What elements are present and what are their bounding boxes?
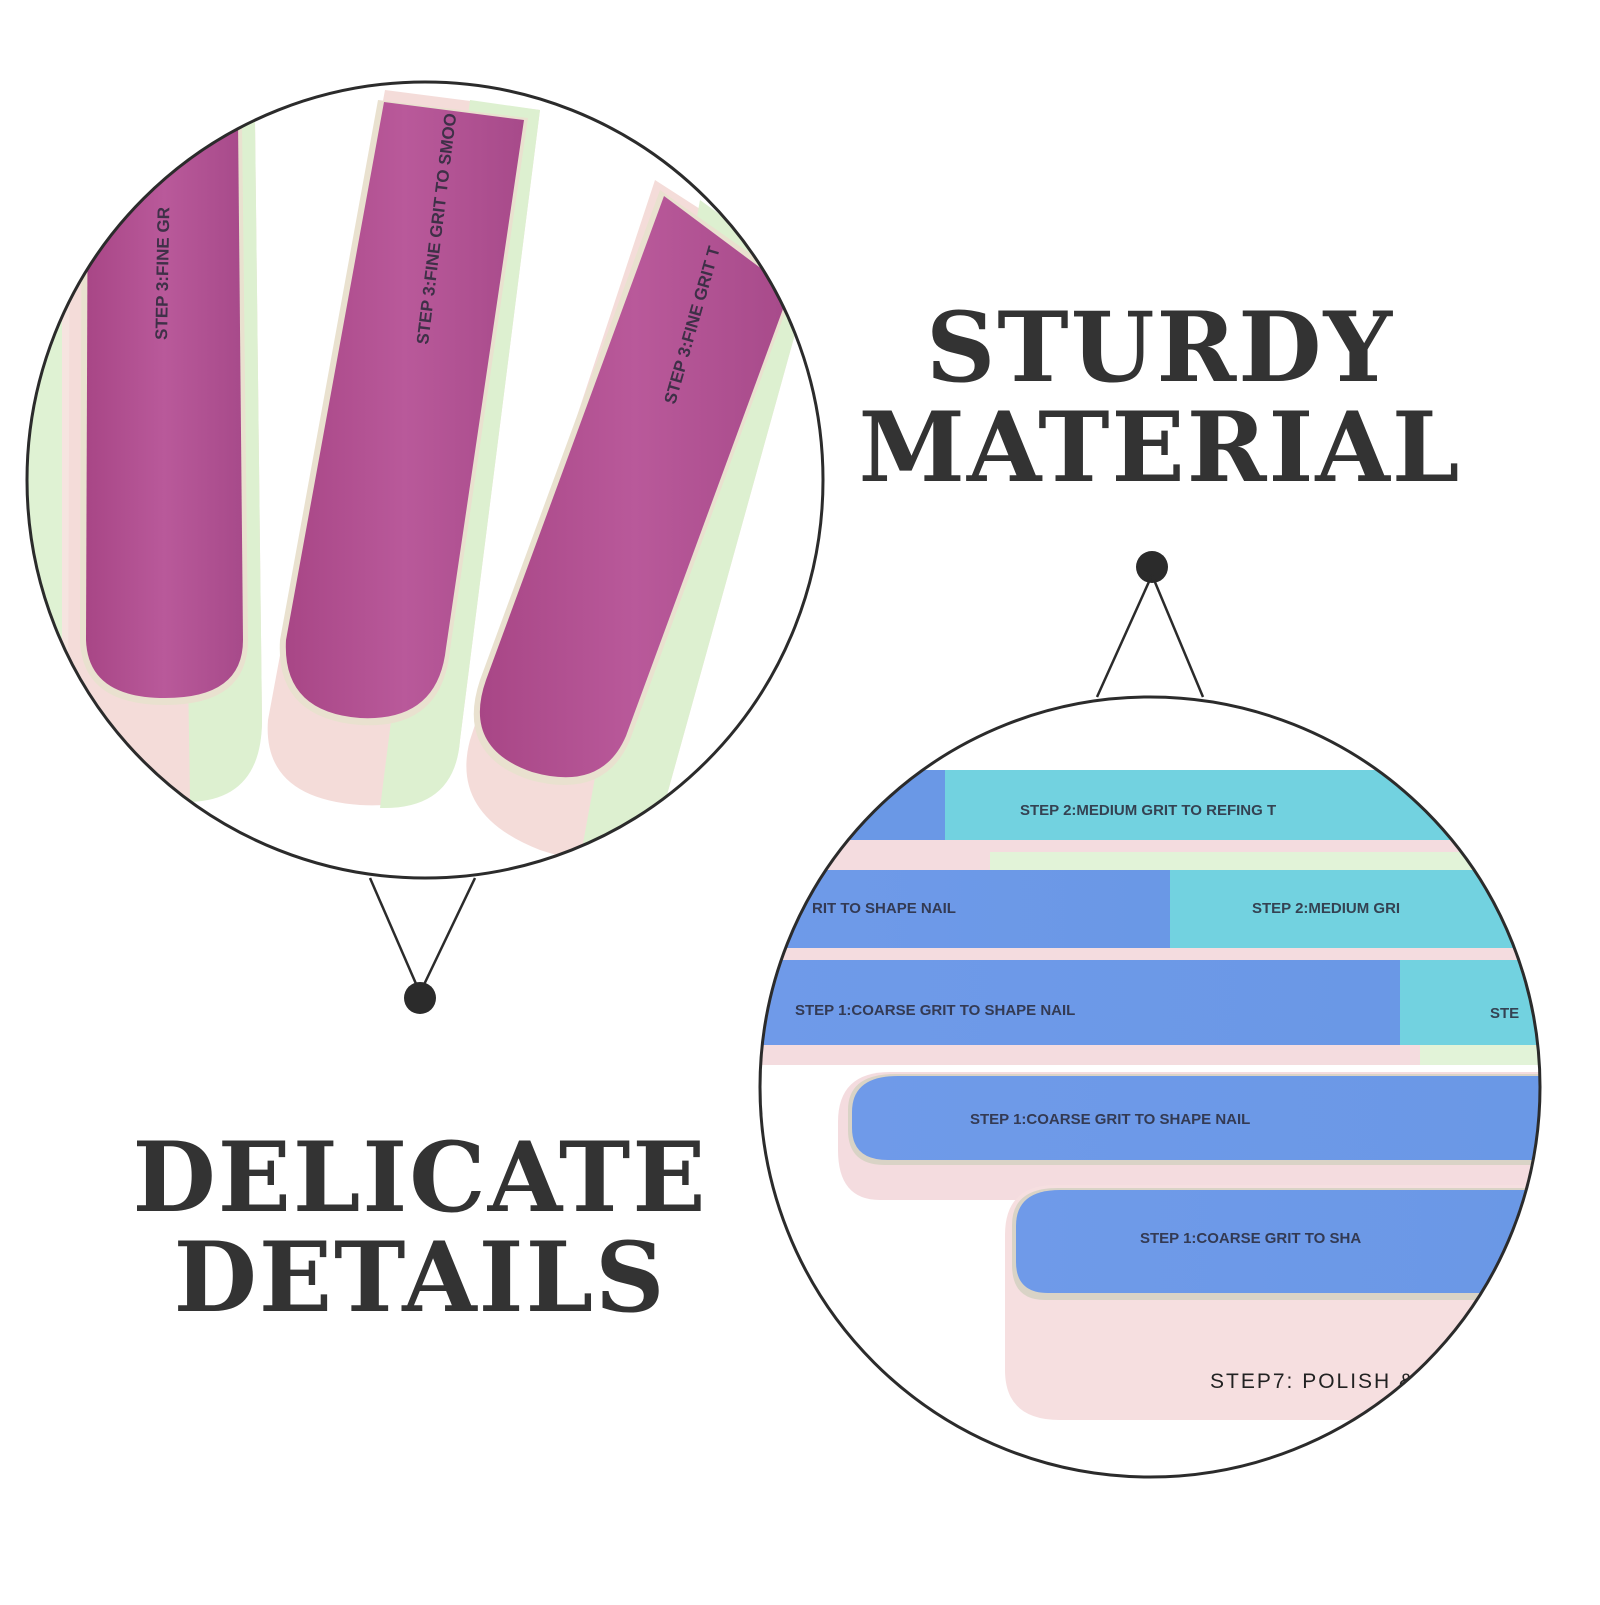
bottom-label-row3-right: STE bbox=[1490, 1005, 1519, 1022]
pointer-bottom bbox=[1095, 551, 1205, 698]
detail-circle-bottom: STEP 2:MEDIUM GRIT TO REFING T RIT TO SH… bbox=[758, 695, 1542, 1479]
pointer-top bbox=[368, 877, 477, 1014]
heading-sturdy-material: STURDY MATERIAL bbox=[840, 300, 1480, 496]
pointer-dot-bottom bbox=[1136, 551, 1168, 583]
heading-line: DELICATE bbox=[132, 1121, 708, 1234]
heading-line: MATERIAL bbox=[858, 391, 1462, 504]
bottom-label-row3-left: STEP 1:COARSE GRIT TO SHAPE NAIL bbox=[795, 1002, 1075, 1019]
heading-line: DETAILS bbox=[173, 1221, 667, 1334]
heading-delicate-details: DELICATE DETAILS bbox=[100, 1130, 740, 1326]
file-1-label: STEP 3:FINE GR bbox=[152, 207, 173, 340]
bottom-label-row1: STEP 2:MEDIUM GRIT TO REFING T bbox=[1020, 802, 1276, 819]
pointer-dot-top bbox=[404, 982, 436, 1014]
nail-file-1: STEP 3:FINE GR bbox=[68, 120, 262, 802]
nail-file-3: STEP 3:FINE GRIT T bbox=[466, 180, 810, 862]
bottom-label-row5-side: STEP7: POLISH & bbox=[1210, 1370, 1415, 1393]
bottom-label-row5: STEP 1:COARSE GRIT TO SHA bbox=[1140, 1230, 1361, 1247]
bottom-label-row2-right: STEP 2:MEDIUM GRI bbox=[1252, 900, 1400, 917]
heading-line: STURDY bbox=[925, 291, 1395, 404]
bottom-label-row4: STEP 1:COARSE GRIT TO SHAPE NAIL bbox=[970, 1111, 1250, 1128]
detail-circle-top: STEP 3:FINE GR STEP 3:FINE GRIT TO SMOO bbox=[25, 80, 825, 880]
nail-file-2: STEP 3:FINE GRIT TO SMOO bbox=[267, 90, 540, 809]
bottom-label-row2-left: RIT TO SHAPE NAIL bbox=[812, 900, 956, 917]
